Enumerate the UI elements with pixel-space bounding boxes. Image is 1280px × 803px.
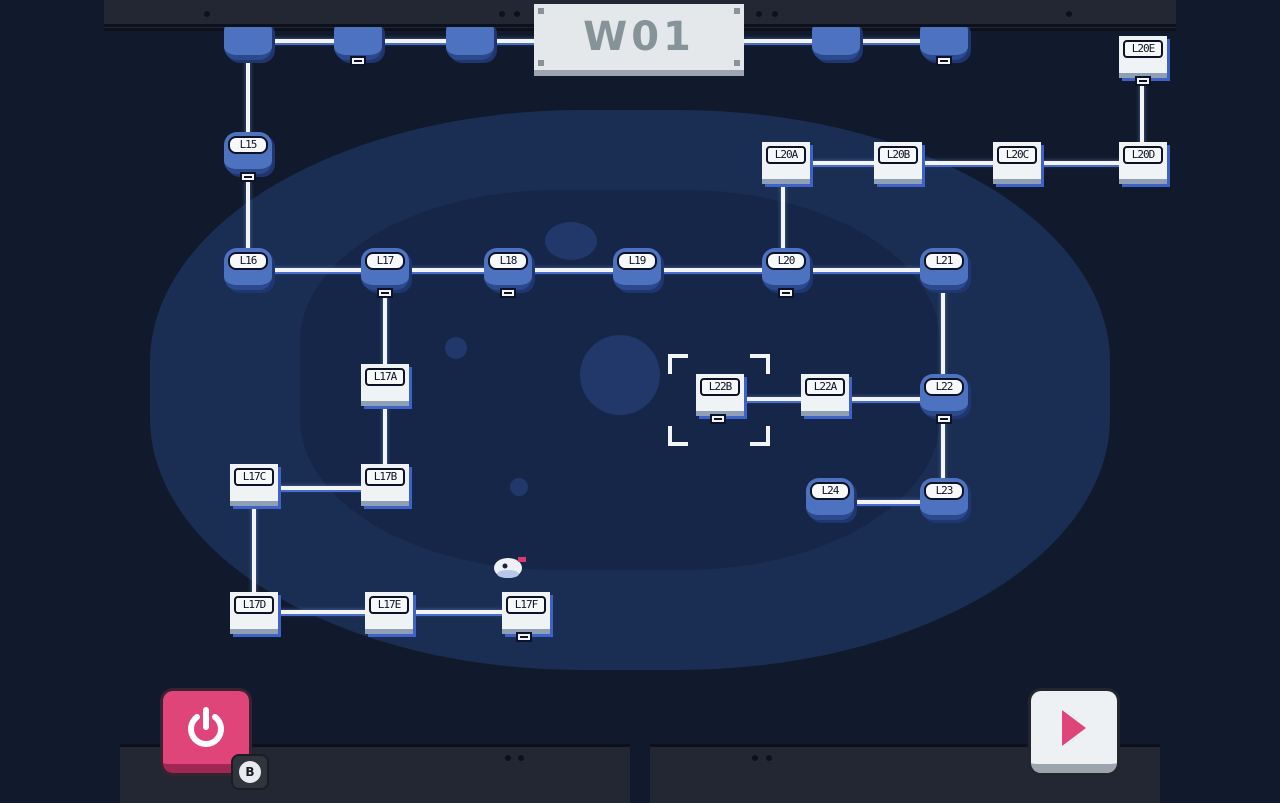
chest-icon	[710, 414, 726, 424]
level-label: L22	[924, 378, 964, 396]
level-node-l17e[interactable]: L17E	[365, 592, 413, 634]
level-label: L16	[228, 252, 268, 270]
chest-icon	[240, 172, 256, 182]
level-label: L22B	[700, 378, 740, 396]
chest-icon	[516, 632, 532, 642]
path-connector	[255, 486, 385, 490]
level-label: L17D	[234, 596, 274, 614]
selection-cursor	[668, 354, 770, 446]
level-label: L20D	[1123, 146, 1163, 164]
level-node-l19[interactable]: L19	[613, 248, 661, 290]
path-connector	[790, 161, 1142, 165]
level-label: L21	[924, 252, 964, 270]
level-node-l20b[interactable]: L20B	[874, 142, 922, 184]
path-connector	[781, 175, 785, 267]
map-background-dot	[445, 337, 467, 359]
level-label: L17E	[369, 596, 409, 614]
level-node-l20c[interactable]: L20C	[993, 142, 1041, 184]
level-node-l23[interactable]: L23	[920, 478, 968, 520]
chest-icon	[936, 414, 952, 424]
level-label: L17B	[365, 468, 405, 486]
level-node-l20[interactable]: L20	[762, 248, 810, 298]
level-node-l20d[interactable]: L20D	[1119, 142, 1167, 184]
level-node-l22b[interactable]: L22B	[696, 374, 744, 424]
level-node-l17d[interactable]: L17D	[230, 592, 278, 634]
player-character-icon	[494, 557, 526, 578]
level-label: L19	[617, 252, 657, 270]
level-node-l17a[interactable]: L17A	[361, 364, 409, 406]
level-label: L24	[810, 482, 850, 500]
path-connector	[1140, 58, 1144, 162]
hotkey-label: B	[239, 761, 261, 783]
map-background-dot	[545, 222, 597, 260]
chest-icon	[778, 288, 794, 298]
level-label: L17F	[506, 596, 546, 614]
chest-icon	[1135, 76, 1151, 86]
level-node-l20a[interactable]: L20A	[762, 142, 810, 184]
power-hotkey-badge: B	[231, 754, 269, 790]
level-node-l22a[interactable]: L22A	[801, 374, 849, 416]
map-background-dot	[510, 478, 528, 496]
chest-icon	[377, 288, 393, 298]
level-label: L17C	[234, 468, 274, 486]
level-node-l16[interactable]: L16	[224, 248, 272, 290]
level-label: L17	[365, 252, 405, 270]
level-label: L17A	[365, 368, 405, 386]
chest-icon	[500, 288, 516, 298]
level-node-l20e[interactable]: L20E	[1119, 36, 1167, 86]
level-label: L20B	[878, 146, 918, 164]
map-background-dot	[580, 335, 660, 415]
level-node-l17[interactable]: L17	[361, 248, 409, 298]
level-label: L20A	[766, 146, 806, 164]
level-node-l24[interactable]: L24	[806, 478, 854, 520]
level-node-l17f[interactable]: L17F	[502, 592, 550, 642]
power-icon	[188, 706, 224, 747]
world-title-plate: W01	[534, 4, 744, 76]
level-label: L22A	[805, 378, 845, 396]
path-connector	[828, 500, 942, 504]
level-label: L20	[766, 252, 806, 270]
level-label: L18	[488, 252, 528, 270]
level-node-l22[interactable]: L22	[920, 374, 968, 424]
world-title: W01	[583, 14, 695, 60]
level-node-l18[interactable]: L18	[484, 248, 532, 298]
path-connector	[250, 268, 944, 272]
level-label: L20E	[1123, 40, 1163, 58]
level-node-l17c[interactable]: L17C	[230, 464, 278, 506]
path-connector	[248, 39, 538, 43]
level-node-l15[interactable]: L15	[224, 132, 272, 182]
play-button[interactable]	[1031, 691, 1117, 773]
chest-icon	[936, 56, 952, 66]
level-label: L15	[228, 136, 268, 154]
level-node-l17b[interactable]: L17B	[361, 464, 409, 506]
path-connector	[252, 486, 256, 608]
chest-icon	[350, 56, 366, 66]
level-node-l21[interactable]: L21	[920, 248, 968, 290]
level-label: L20C	[997, 146, 1037, 164]
level-label: L23	[924, 482, 964, 500]
play-icon	[1062, 709, 1086, 746]
